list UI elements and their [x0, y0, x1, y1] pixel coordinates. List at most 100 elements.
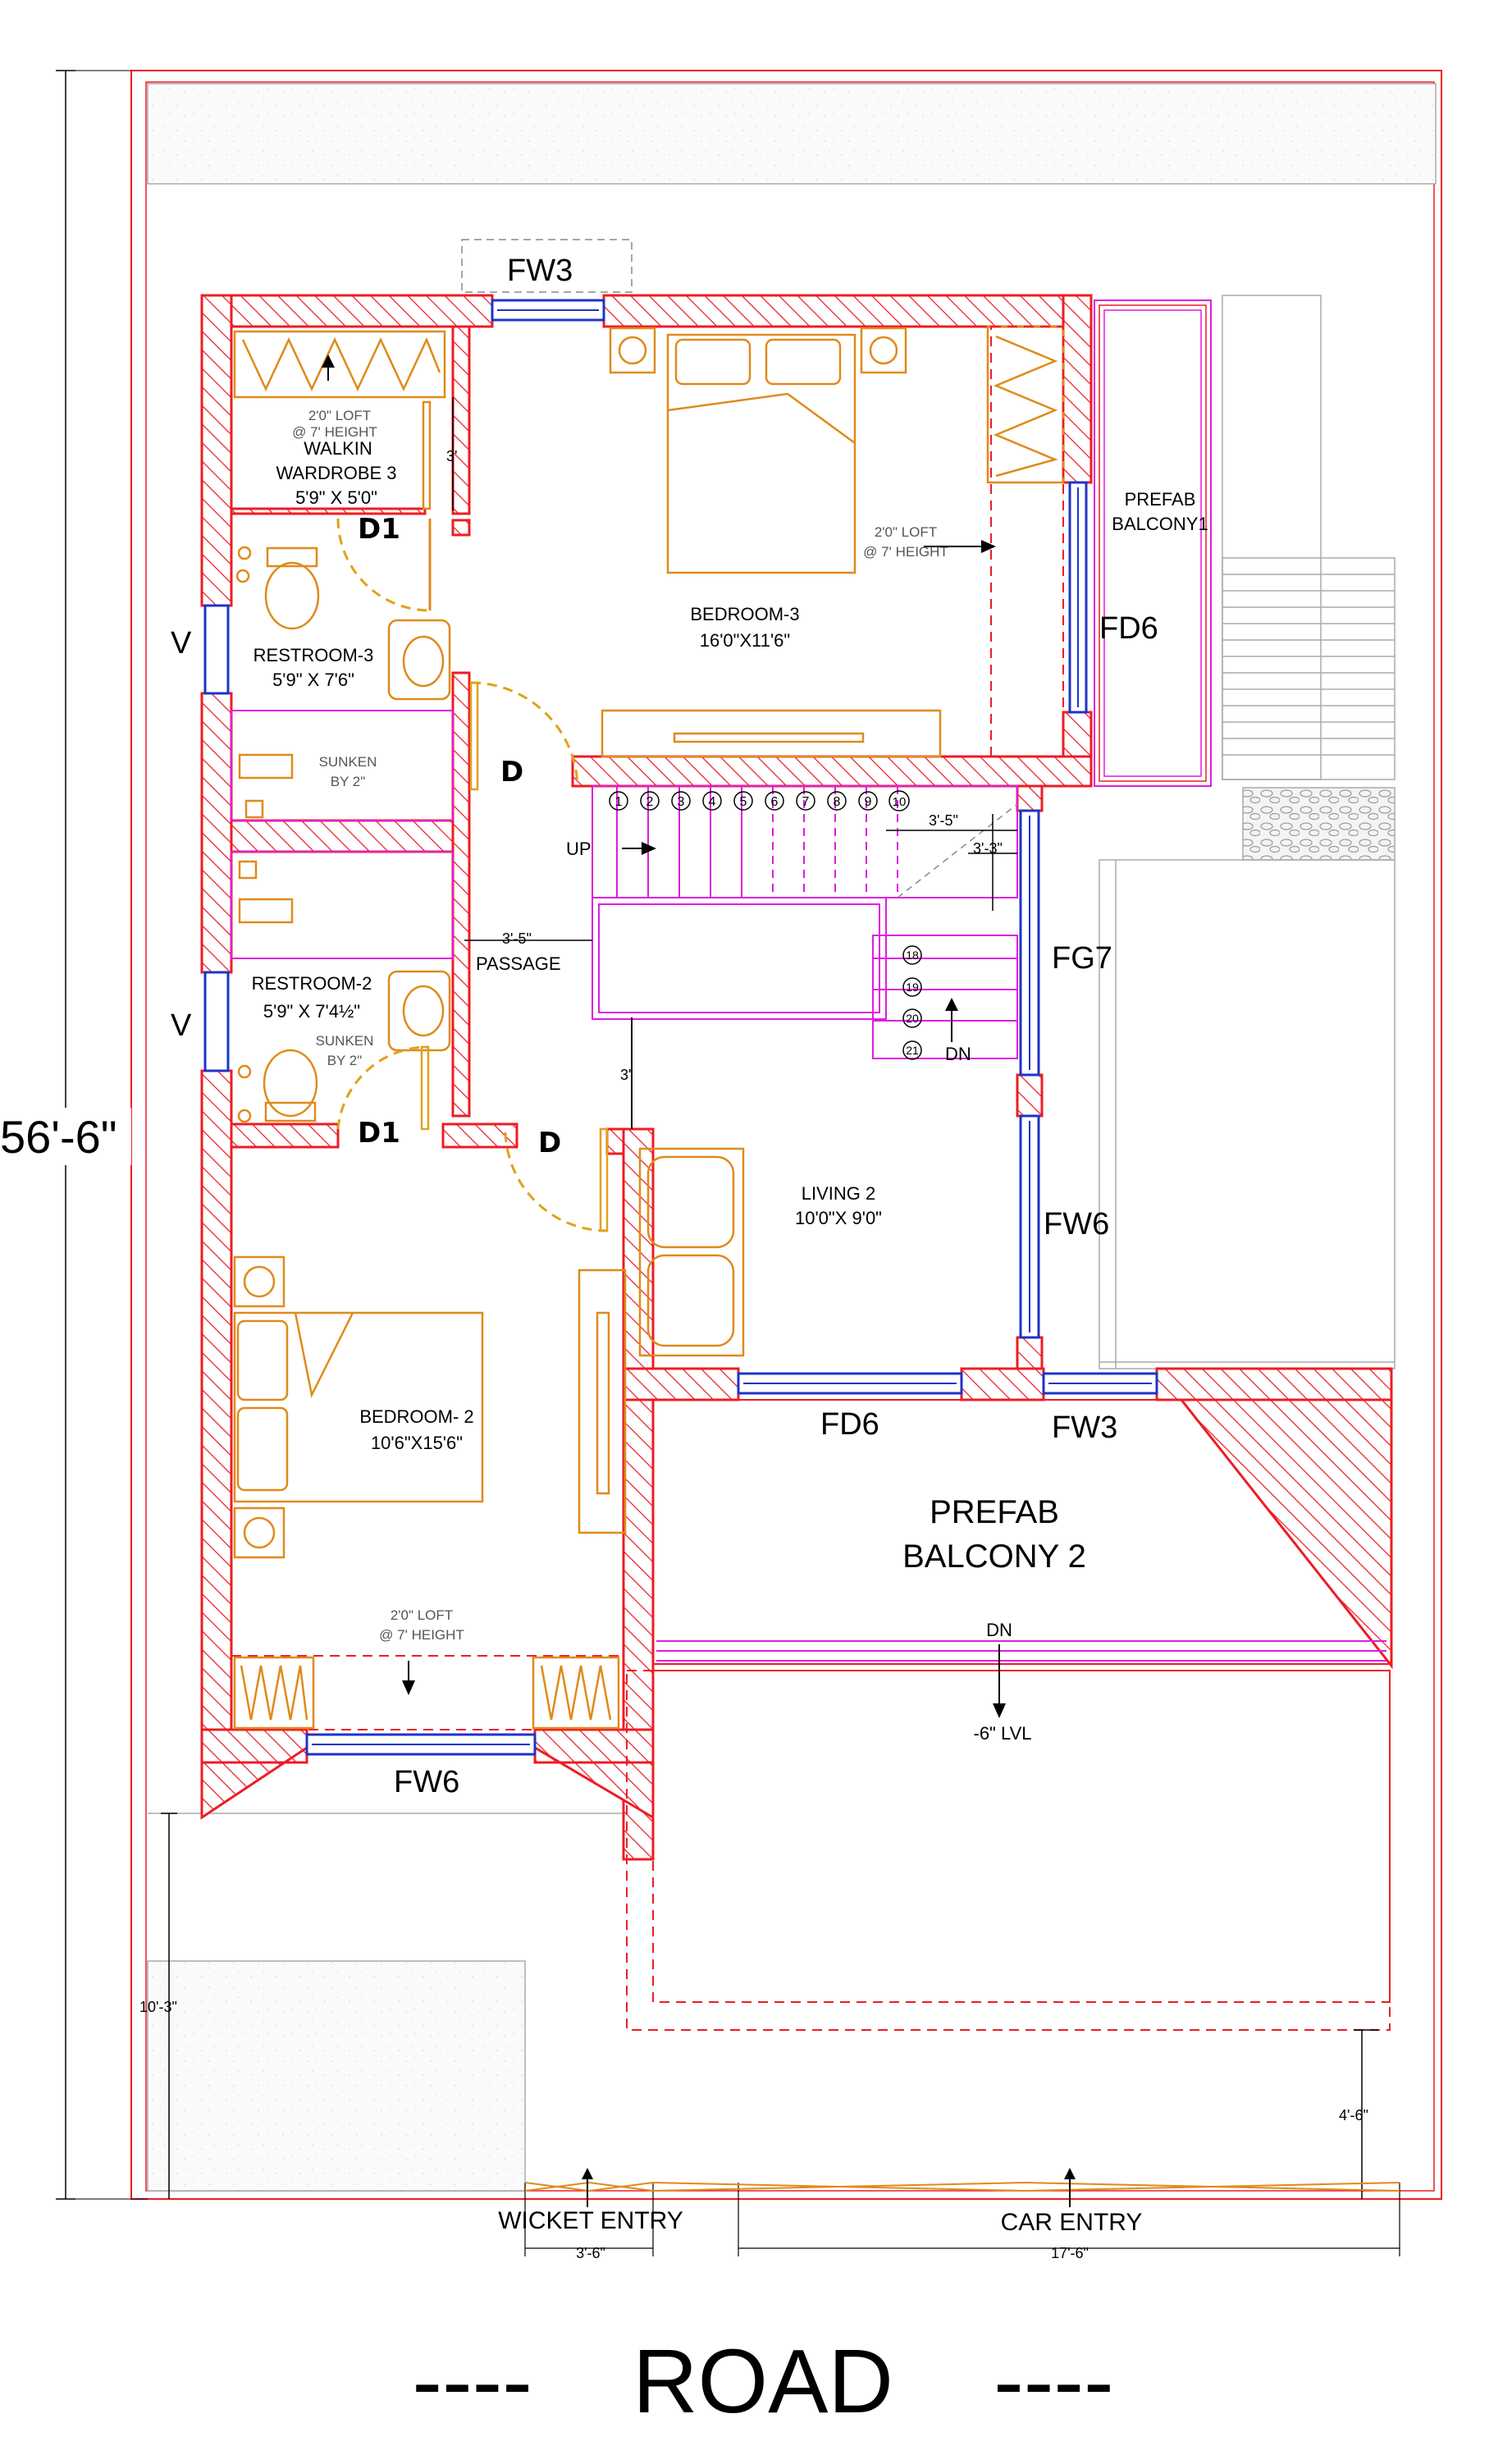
fw3-bottom-tag: FW3: [1052, 1410, 1117, 1445]
fw6-bottom-tag: FW6: [394, 1765, 459, 1799]
stair-step-marker: 18: [902, 945, 922, 965]
balcony1-label: PREFAB: [1125, 489, 1196, 510]
bedroom2-label: BEDROOM- 2: [359, 1406, 473, 1427]
arrows: [322, 354, 1006, 1718]
stair-step-marker: 21: [902, 1040, 922, 1060]
stair-step-marker: 8: [827, 791, 847, 811]
stair-step-number: 1: [615, 795, 623, 809]
stair-step-number: 3: [678, 795, 685, 809]
wardrobe-icon: [532, 1656, 620, 1730]
restroom2-size: 5'9" X 7'4½": [263, 1001, 360, 1022]
car-width-dim: 17'-6": [1051, 2245, 1089, 2261]
walls: [200, 294, 1393, 1861]
shower-icon: [238, 898, 294, 924]
balcony2-label: PREFAB: [930, 1494, 1059, 1530]
stair-step-marker: 1: [609, 791, 628, 811]
stair-step-marker: 19: [902, 977, 922, 997]
stair-step-number: 7: [802, 795, 810, 809]
labels: FW3 2'0" LOFT @ 7' HEIGHT WALKIN WARDROB…: [139, 254, 1368, 2432]
road-label: ---- ROAD ----: [412, 2331, 1113, 2432]
stair-step-marker: 6: [765, 791, 784, 811]
toilet-icon: [264, 561, 320, 630]
rear-setback-paving: [147, 83, 1437, 185]
living2-size: 10'0"X 9'0": [795, 1208, 882, 1228]
bedroom3-loft-height: @ 7' HEIGHT: [863, 544, 948, 560]
stair-step-number: 19: [906, 981, 919, 994]
restroom3-size: 5'9" X 7'6": [272, 670, 354, 690]
side-table-icon: [233, 1506, 285, 1559]
fd6-bottom-tag: FD6: [820, 1407, 879, 1442]
stair-step-number: 2: [646, 795, 654, 809]
fd6-right-tag: FD6: [1099, 611, 1158, 646]
restroom3-label: RESTROOM-3: [254, 645, 374, 665]
walkin-size: 5'9" X 5'0": [295, 487, 377, 508]
doors: [336, 400, 609, 1232]
front-garden-paving: [147, 1960, 526, 2192]
stair-step-marker: 7: [796, 791, 815, 811]
bedroom3-size: 16'0"X11'6": [700, 630, 790, 651]
passage-label: PASSAGE: [476, 953, 561, 974]
walkin-label-2: WARDROBE 3: [276, 463, 396, 483]
car-entry-label: CAR ENTRY: [1001, 2209, 1143, 2236]
furniture: [231, 325, 1065, 1730]
balcony2-dn-label: DN: [986, 1620, 1012, 1640]
stone-paving: [1242, 787, 1396, 861]
bedroom3-label: BEDROOM-3: [690, 604, 799, 624]
stair-up-label: UP: [566, 839, 592, 859]
overall-dimension: 56'-6": [0, 70, 148, 2200]
stair-step-number: 8: [834, 795, 841, 809]
door-tag-d: D: [538, 1127, 561, 1159]
side-table-icon: [609, 327, 656, 374]
door-tag-d1: D1: [358, 513, 400, 546]
vent-tag: V: [171, 626, 192, 661]
walkin-label: WALKIN: [304, 438, 372, 459]
stair-step-marker: 10: [888, 790, 910, 811]
wicket-width-dim: 3'-6": [576, 2245, 605, 2261]
balcony1-label-2: BALCONY1: [1112, 514, 1208, 534]
stair-step-number: 10: [893, 795, 907, 809]
stair-step-number: 5: [740, 795, 747, 809]
staircase: [592, 785, 1018, 1129]
bedroom2-loft-height: @ 7' HEIGHT: [379, 1627, 464, 1643]
wardrobe-icon: [233, 330, 446, 399]
restroom2-sunken: SUNKEN: [316, 1033, 374, 1049]
stair-step-numbers: 1 2 3 4 5 6 7 8 9 10 18 19 20 21: [609, 790, 922, 1060]
shower-icon: [238, 753, 294, 779]
toilet-icon: [263, 1049, 318, 1118]
fw3-projection: [461, 239, 633, 293]
fg7-tag: FG7: [1052, 941, 1112, 976]
site-dimensions: [161, 1813, 1400, 2256]
fw6-right-tag: FW6: [1044, 1207, 1109, 1241]
prefab-balcony-1: [1094, 299, 1212, 787]
site-context: [148, 295, 1396, 1814]
stair-step-number: 21: [906, 1044, 919, 1057]
door-tag-d1: D1: [358, 1117, 400, 1150]
bedroom2-size: 10'6"X15'6": [371, 1433, 463, 1453]
overall-height-label: 56'-6": [0, 1111, 117, 1163]
sink-icon: [387, 619, 451, 701]
stair-step-number: 4: [709, 795, 716, 809]
vent-tag: V: [171, 1008, 192, 1043]
side-table-icon: [860, 327, 907, 374]
side-table-icon: [233, 1255, 285, 1308]
windows: [203, 299, 1158, 1756]
balcony2-label-2: BALCONY 2: [902, 1538, 1086, 1575]
living2-label: LIVING 2: [802, 1183, 875, 1204]
restroom3-sunken: SUNKEN: [319, 754, 377, 770]
restroom3-sunken-2: BY 2": [331, 774, 366, 789]
stair-step-number: 6: [771, 795, 779, 809]
bedroom2-loft-note: 2'0" LOFT: [391, 1607, 453, 1623]
stair-offset-dim: 3': [620, 1067, 631, 1083]
sink-icon: [387, 970, 451, 1052]
wardrobe-icon: [233, 1656, 315, 1730]
stair-step-marker: 9: [858, 791, 878, 811]
bedroom3-loft-note: 2'0" LOFT: [875, 524, 937, 540]
console-icon: [601, 709, 942, 758]
tv-unit-icon: [578, 1269, 627, 1534]
stair-dim-b: 3'-3": [973, 840, 1003, 857]
fw3-top-tag: FW3: [507, 254, 573, 288]
walkin-dim: 3': [446, 448, 457, 464]
bed-icon: [233, 1311, 484, 1503]
stair-step-number: 18: [906, 949, 919, 962]
